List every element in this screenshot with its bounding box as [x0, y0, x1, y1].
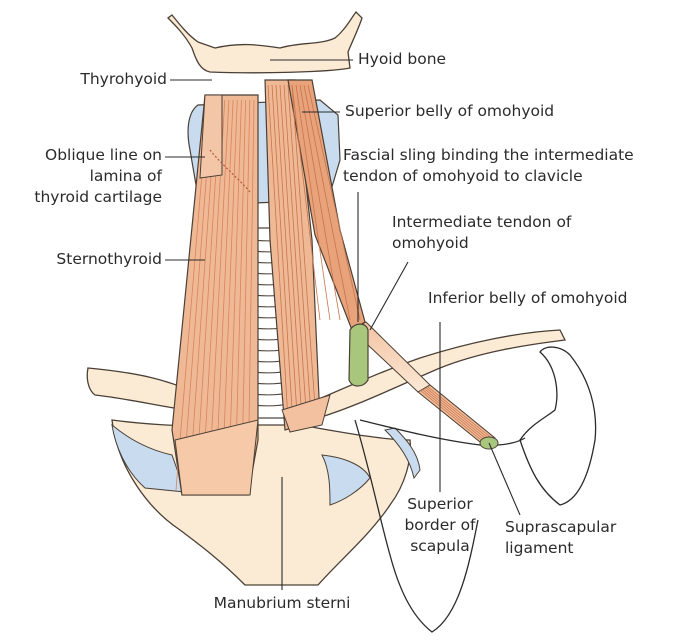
label-inferior-belly-omohyoid: Inferior belly of omohyoid [428, 288, 628, 309]
label-superior-border-2: border of [398, 515, 482, 536]
fascial-sling [349, 324, 368, 386]
label-thyrohyoid: Thyrohyoid [40, 69, 167, 90]
label-manubrium-sterni: Manubrium sterni [190, 593, 374, 614]
label-superior-border-3: scapula [398, 536, 482, 557]
manubrium-sterni [112, 420, 410, 585]
label-suprascapular-2: ligament [505, 538, 574, 559]
label-suprascapular-1: Suprascapular [505, 517, 616, 538]
label-intermediate-tendon-1: Intermediate tendon of [392, 212, 571, 233]
label-oblique-line-3: thyroid cartilage [0, 187, 162, 208]
label-sternothyroid: Sternothyroid [20, 249, 162, 270]
label-oblique-line-2: lamina of [0, 166, 162, 187]
label-superior-belly-omohyoid: Superior belly of omohyoid [345, 101, 554, 122]
label-fascial-sling-1: Fascial sling binding the intermediate [343, 145, 634, 166]
hyoid-bone [168, 12, 362, 73]
label-oblique-line-1: Oblique line on [0, 145, 162, 166]
label-hyoid-bone: Hyoid bone [358, 49, 446, 70]
scapula-upper [520, 347, 596, 505]
label-fascial-sling-2: tendon of omohyoid to clavicle [343, 166, 583, 187]
label-intermediate-tendon-2: omohyoid [392, 233, 469, 254]
label-superior-border-1: Superior [398, 494, 482, 515]
